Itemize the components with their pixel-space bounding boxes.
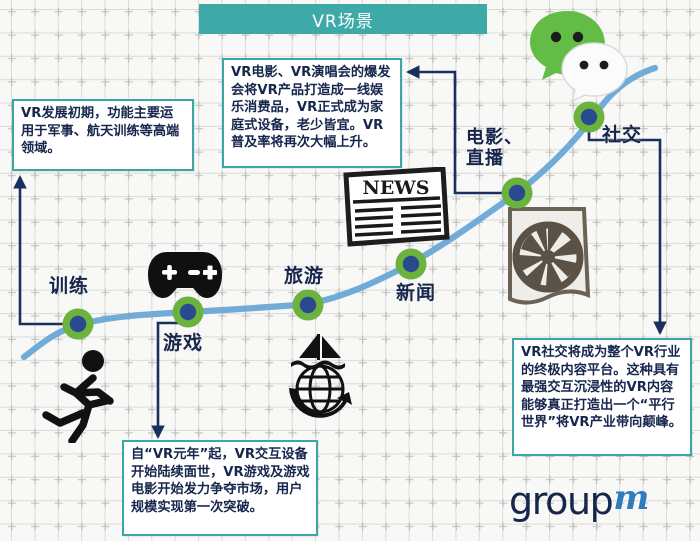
newspaper-icon: NEWS <box>343 167 450 247</box>
node-label-movie: 电影、 直播 <box>466 127 523 169</box>
callout-film-concert: VR电影、VR演唱会的爆发会将VR产品打造成一线娱乐消费品，VR正式成为家庭式设… <box>222 58 402 168</box>
node-news[interactable] <box>395 248 427 280</box>
page-title-bar: VR场景 <box>199 4 487 34</box>
node-social[interactable] <box>573 101 605 133</box>
page-title: VR场景 <box>312 11 374 32</box>
running-person-icon <box>42 350 114 443</box>
node-train[interactable] <box>62 308 94 340</box>
film-reel-icon <box>508 207 591 305</box>
wechat-logo-icon <box>530 11 628 103</box>
callout-early-stage: VR发展初期，功能主要运用于军事、航天训练等高端领域。 <box>12 99 194 171</box>
callout-vr-social: VR社交将成为整个VR行业的终极内容平台。这种具有最强交互沉浸性的VR内容能够真… <box>512 338 692 456</box>
logo-text-group: group <box>509 479 614 524</box>
node-label-news: 新闻 <box>396 282 437 304</box>
groupm-logo: group m <box>509 478 650 524</box>
node-label-travel: 旅游 <box>284 265 325 287</box>
node-travel[interactable] <box>292 289 324 321</box>
node-movie[interactable] <box>501 177 533 209</box>
node-label-game: 游戏 <box>163 332 204 354</box>
gamepad-icon <box>148 252 222 298</box>
newspaper-headline: NEWS <box>363 177 430 199</box>
globe-sailboat-icon <box>289 334 352 418</box>
callout-vr-first-year: 自“VR元年”起，VR交互设备开始陆续面世，VR游戏及游戏电影开始发力争夺市场，… <box>122 440 318 536</box>
logo-text-m: m <box>613 478 650 518</box>
node-label-social: 社交 <box>602 124 643 146</box>
node-game[interactable] <box>172 296 204 328</box>
node-label-train: 训练 <box>49 275 90 297</box>
